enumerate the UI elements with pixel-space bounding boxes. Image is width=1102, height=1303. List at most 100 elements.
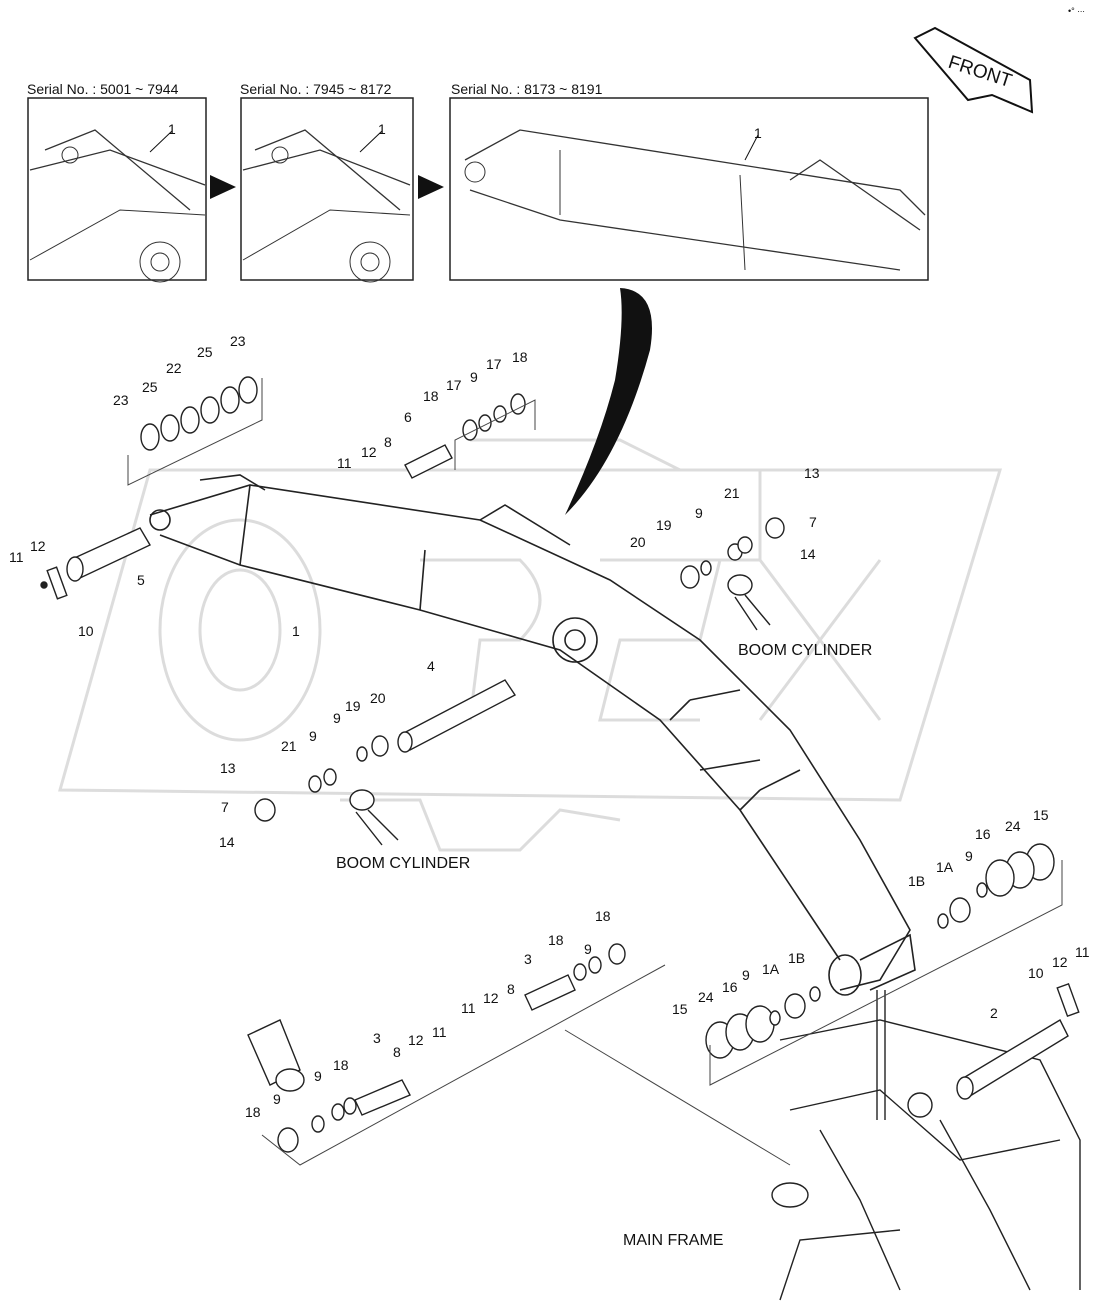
callout-label: 11 (9, 549, 24, 565)
callout-label: 16 (722, 979, 738, 995)
callout-label: 1 (292, 623, 300, 639)
inset-2-part: 1 (378, 121, 386, 137)
callout-label: 23 (230, 333, 246, 349)
callout-label: 6 (404, 409, 412, 425)
callout-label: 1A (936, 859, 954, 875)
inset-1-serial: Serial No. : 5001 ~ 7944 (27, 81, 179, 97)
callout-label: 20 (630, 534, 646, 550)
arm-cylinder-lower (247, 1019, 305, 1092)
inset-3-serial: Serial No. : 8173 ~ 8191 (451, 81, 603, 97)
pin-6 (404, 444, 453, 479)
callout-label: 25 (197, 344, 213, 360)
callout-label: 15 (1033, 807, 1049, 823)
callout-label: 1B (908, 873, 925, 889)
pin-3-upper (524, 974, 576, 1011)
boom-body (149, 474, 916, 996)
pin-2 (956, 982, 1080, 1100)
callout-label: 9 (695, 505, 703, 521)
callout-label: 17 (486, 356, 502, 372)
callout-label: 10 (78, 623, 94, 639)
callout-label: 9 (470, 369, 478, 385)
callout-label: 24 (1005, 818, 1021, 834)
callout-label: 11 (432, 1024, 447, 1040)
washer-stacks (140, 376, 1055, 1153)
callout-label: 23 (113, 392, 129, 408)
caption-boom-cylinder-left: BOOM CYLINDER (336, 855, 470, 872)
callout-label: 13 (220, 760, 236, 776)
callout-label: 18 (333, 1057, 349, 1073)
boom-cylinder-left (349, 789, 399, 846)
callout-label: 9 (742, 967, 750, 983)
callout-label: 9 (333, 710, 341, 726)
callout-label: 14 (219, 834, 235, 850)
callout-label: 12 (483, 990, 499, 1006)
inset-1-frame: 1 (27, 97, 207, 283)
callout-label: 2 (990, 1005, 998, 1021)
callout-label: 12 (361, 444, 377, 460)
callout-label: 15 (672, 1001, 688, 1017)
callout-label: 3 (524, 951, 532, 967)
callout-label: 21 (281, 738, 297, 754)
callout-label: 9 (309, 728, 317, 744)
callout-label: 1B (788, 950, 805, 966)
callout-label: 12 (1052, 954, 1068, 970)
front-arrow: FRONT (913, 26, 1034, 114)
callout-label: 18 (595, 908, 611, 924)
watermark-logo (58, 438, 1003, 852)
callout-label: 5 (137, 572, 145, 588)
callout-label: 18 (512, 349, 528, 365)
corner-mark: •° ∙∙∙ (1068, 6, 1085, 16)
callout-label: 9 (314, 1068, 322, 1084)
inset-3-part: 1 (754, 125, 762, 141)
callout-label: 18 (548, 932, 564, 948)
callout-label: 7 (221, 799, 229, 815)
callout-label: 8 (384, 434, 392, 450)
callout-label: 7 (809, 514, 817, 530)
callout-label: 18 (245, 1104, 261, 1120)
callout-label: 8 (393, 1044, 401, 1060)
callout-label: 24 (698, 989, 714, 1005)
callout-label: 19 (345, 698, 361, 714)
callout-label: 14 (800, 546, 816, 562)
callout-label: 4 (427, 658, 435, 674)
callout-label: 11 (1075, 944, 1090, 960)
callout-label: 10 (1028, 965, 1044, 981)
callout-label: 12 (408, 1032, 424, 1048)
inset-2-serial: Serial No. : 7945 ~ 8172 (240, 81, 392, 97)
boom-cylinder-right (727, 574, 771, 631)
pin-4 (397, 679, 517, 753)
callout-label: 8 (507, 981, 515, 997)
callout-label: 16 (975, 826, 991, 842)
callout-label: 19 (656, 517, 672, 533)
inset-arrow-1 (210, 175, 236, 199)
inset-3-frame: 1 (449, 97, 929, 281)
pin-5 (66, 527, 151, 582)
callout-label: 11 (461, 1000, 476, 1016)
inset-arrow-2 (418, 175, 444, 199)
callout-label: 22 (166, 360, 182, 376)
callout-label: 17 (446, 377, 462, 393)
callout-label: 9 (273, 1091, 281, 1107)
callout-label: 9 (584, 941, 592, 957)
inset-2-frame: 1 (240, 97, 414, 283)
callout-label: 3 (373, 1030, 381, 1046)
caption-boom-cylinder-right: BOOM CYLINDER (738, 642, 872, 659)
plate-10 (40, 566, 68, 600)
callout-label: 25 (142, 379, 158, 395)
detail-pointer (565, 288, 652, 515)
caption-main-frame: MAIN FRAME (623, 1232, 723, 1249)
callout-label: 18 (423, 388, 439, 404)
main-frame (771, 990, 1081, 1301)
callout-labels: 23 25 22 25 23 18 17 9 17 18 6 8 12 11 1… (9, 333, 1090, 1120)
callout-label: 20 (370, 690, 386, 706)
group-outlines (127, 378, 1063, 1166)
callout-label: 12 (30, 538, 46, 554)
inset-1-part: 1 (168, 121, 176, 137)
callout-label: 13 (804, 465, 820, 481)
callout-label: 11 (337, 455, 352, 471)
callout-label: 1A (762, 961, 780, 977)
callout-label: 21 (724, 485, 740, 501)
pin-3-lower (354, 1079, 411, 1116)
